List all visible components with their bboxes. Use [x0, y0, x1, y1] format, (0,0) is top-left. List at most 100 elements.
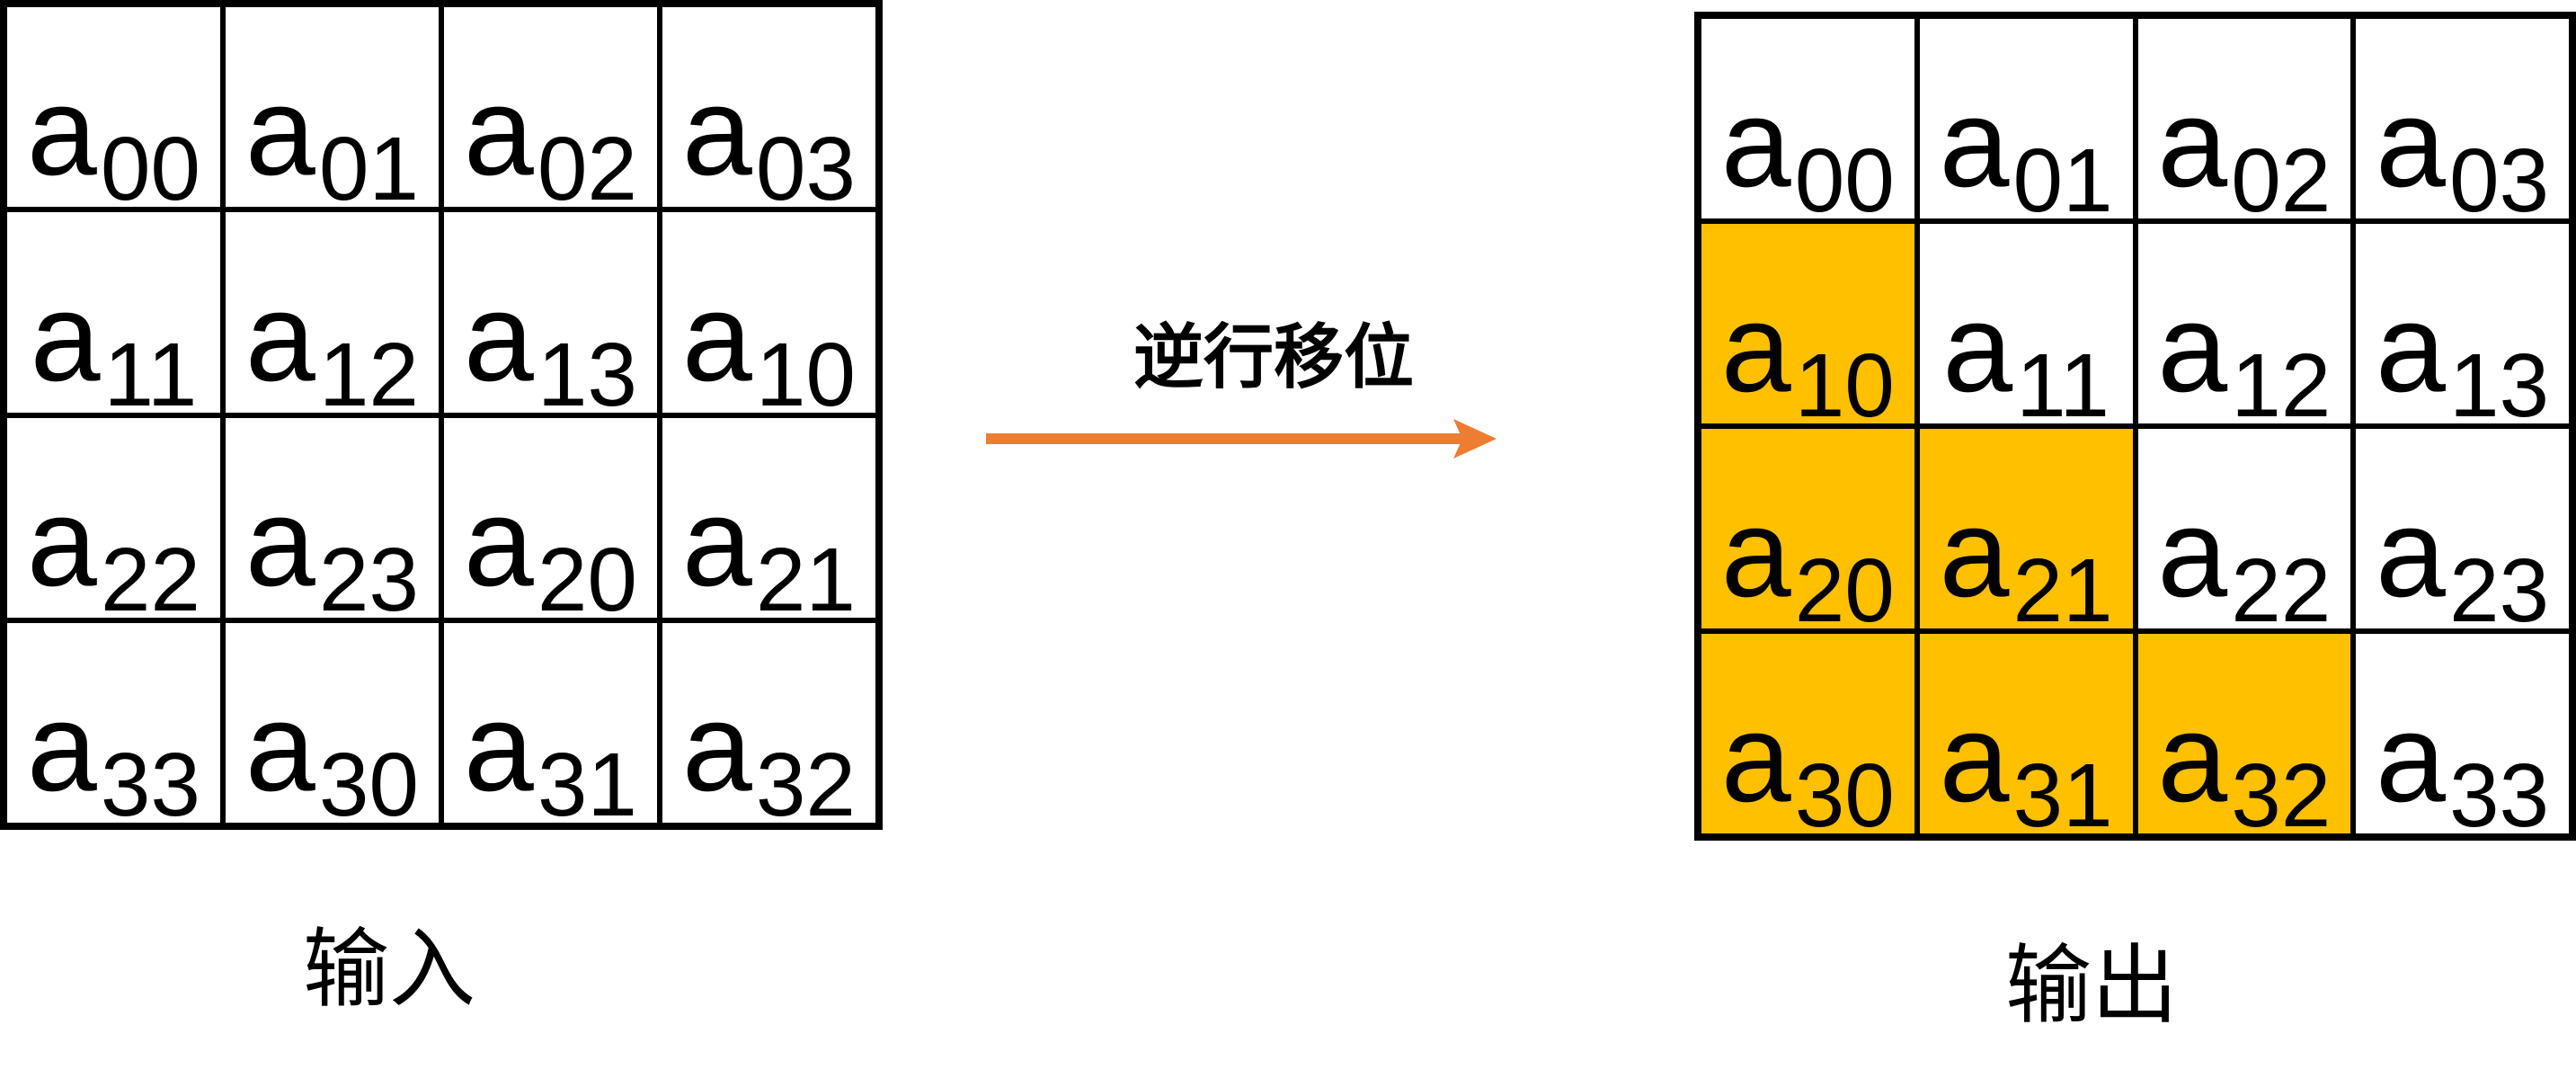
cell-subscript: 13 [2448, 335, 2550, 436]
cell-subscript: 12 [2231, 335, 2332, 436]
cell-subscript: 30 [318, 735, 420, 835]
cell-subscript: 31 [537, 735, 638, 835]
cell-base: a [244, 676, 315, 817]
cell-subscript: 22 [100, 529, 201, 630]
cell-subscript: 23 [2448, 540, 2550, 641]
cell-subscript: 10 [1794, 335, 1895, 436]
cell-base: a [1939, 482, 2010, 623]
cell-subscript: 32 [755, 735, 857, 835]
cell-subscript: 00 [1794, 130, 1895, 231]
cell-base: a [681, 676, 752, 817]
cell-subscript: 01 [318, 119, 420, 220]
cell-base: a [463, 265, 534, 407]
cell-subscript: 11 [103, 324, 198, 425]
cell-base: a [244, 60, 315, 202]
cell-subscript: 02 [537, 119, 638, 220]
cell-base: a [2157, 482, 2228, 623]
cell-base: a [1720, 72, 1791, 213]
cell-subscript: 21 [2012, 540, 2113, 641]
cell-subscript: 20 [1794, 540, 1895, 641]
cell-base: a [26, 60, 97, 202]
cell-base: a [2376, 277, 2446, 418]
output-label: 输出 [2005, 935, 2178, 1036]
cell-subscript: 21 [755, 529, 857, 630]
cell-subscript: 31 [2012, 745, 2113, 846]
cell-subscript: 10 [755, 324, 857, 425]
cell-base: a [1720, 482, 1791, 623]
cell-subscript: 23 [318, 529, 420, 630]
cell-base: a [681, 60, 752, 202]
cell-subscript: 02 [2231, 130, 2332, 231]
cell-subscript: 13 [537, 324, 638, 425]
cell-base: a [2376, 72, 2446, 213]
cell-base: a [1939, 687, 2010, 828]
cell-base: a [1939, 72, 2010, 213]
cell-subscript: 11 [2016, 335, 2110, 436]
input-label: 输入 [303, 919, 475, 1020]
cell-subscript: 20 [537, 529, 638, 630]
cell-base: a [1720, 277, 1791, 418]
cell-subscript: 01 [2012, 130, 2113, 231]
cell-base: a [2376, 687, 2446, 828]
cell-subscript: 30 [1794, 745, 1895, 846]
cell-subscript: 33 [2448, 745, 2550, 846]
cell-subscript: 12 [318, 324, 420, 425]
cell-subscript: 03 [755, 119, 857, 220]
cell-subscript: 03 [2448, 130, 2550, 231]
cell-subscript: 32 [2231, 745, 2332, 846]
cell-base: a [26, 470, 97, 612]
cell-base: a [463, 676, 534, 817]
cell-subscript: 22 [2231, 540, 2332, 641]
shift-title: 逆行移位 [1133, 317, 1415, 398]
cell-subscript: 33 [100, 735, 201, 835]
cell-base: a [26, 676, 97, 817]
cell-base: a [2157, 277, 2228, 418]
cell-base: a [463, 470, 534, 612]
cell-subscript: 00 [100, 119, 201, 220]
cell-base: a [2157, 687, 2228, 828]
cell-base: a [244, 470, 315, 612]
cell-base: a [681, 470, 752, 612]
cell-base: a [1942, 277, 2013, 418]
cell-base: a [244, 265, 315, 407]
cell-base: a [1720, 687, 1791, 828]
cell-base: a [30, 265, 101, 407]
right-arrow-icon [986, 419, 1497, 459]
cell-base: a [2157, 72, 2228, 213]
cell-base: a [681, 265, 752, 407]
